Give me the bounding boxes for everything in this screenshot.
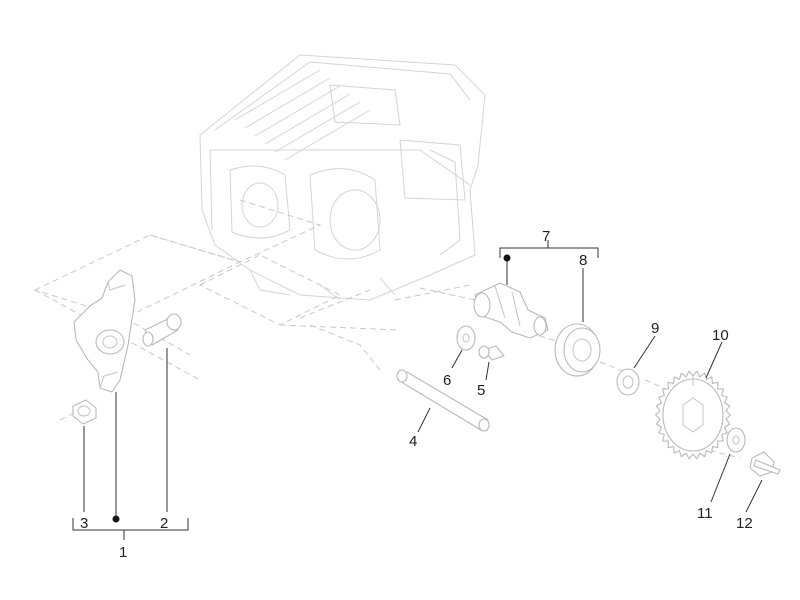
thrust-washer-part [616, 368, 640, 396]
callout-10: 10 [712, 327, 729, 344]
cylinder-head-drawing [199, 54, 486, 301]
callout-7: 7 [542, 228, 550, 245]
flange-bolt-part [749, 451, 781, 477]
washer-part-11 [726, 427, 746, 453]
reference-dot-rocker [112, 515, 120, 523]
bearing-part [554, 323, 601, 377]
rocker-arm-part [73, 269, 136, 393]
small-bolt-part [478, 345, 505, 361]
callout-3: 3 [80, 515, 88, 532]
callout-11: 11 [697, 505, 713, 522]
callout-8: 8 [579, 252, 587, 269]
callout-1: 1 [119, 544, 127, 561]
camshaft-part [473, 282, 549, 339]
adjusting-screw-part [142, 313, 182, 347]
reference-dot-camshaft [503, 254, 511, 262]
callout-2: 2 [160, 515, 168, 532]
rocker-shaft-part [396, 369, 490, 432]
callout-4: 4 [409, 433, 417, 450]
leader-lines [72, 240, 763, 540]
callout-5: 5 [477, 382, 485, 399]
callout-labels: 1 2 3 4 5 6 7 8 9 10 11 12 [80, 228, 753, 561]
callout-9: 9 [651, 320, 659, 337]
lock-nut-part [72, 399, 97, 425]
callout-6: 6 [443, 372, 451, 389]
callout-12: 12 [736, 515, 753, 532]
assembly-guide-lines [33, 199, 741, 459]
washer-part-6 [456, 325, 476, 351]
camshaft-sprocket-part [655, 370, 731, 460]
